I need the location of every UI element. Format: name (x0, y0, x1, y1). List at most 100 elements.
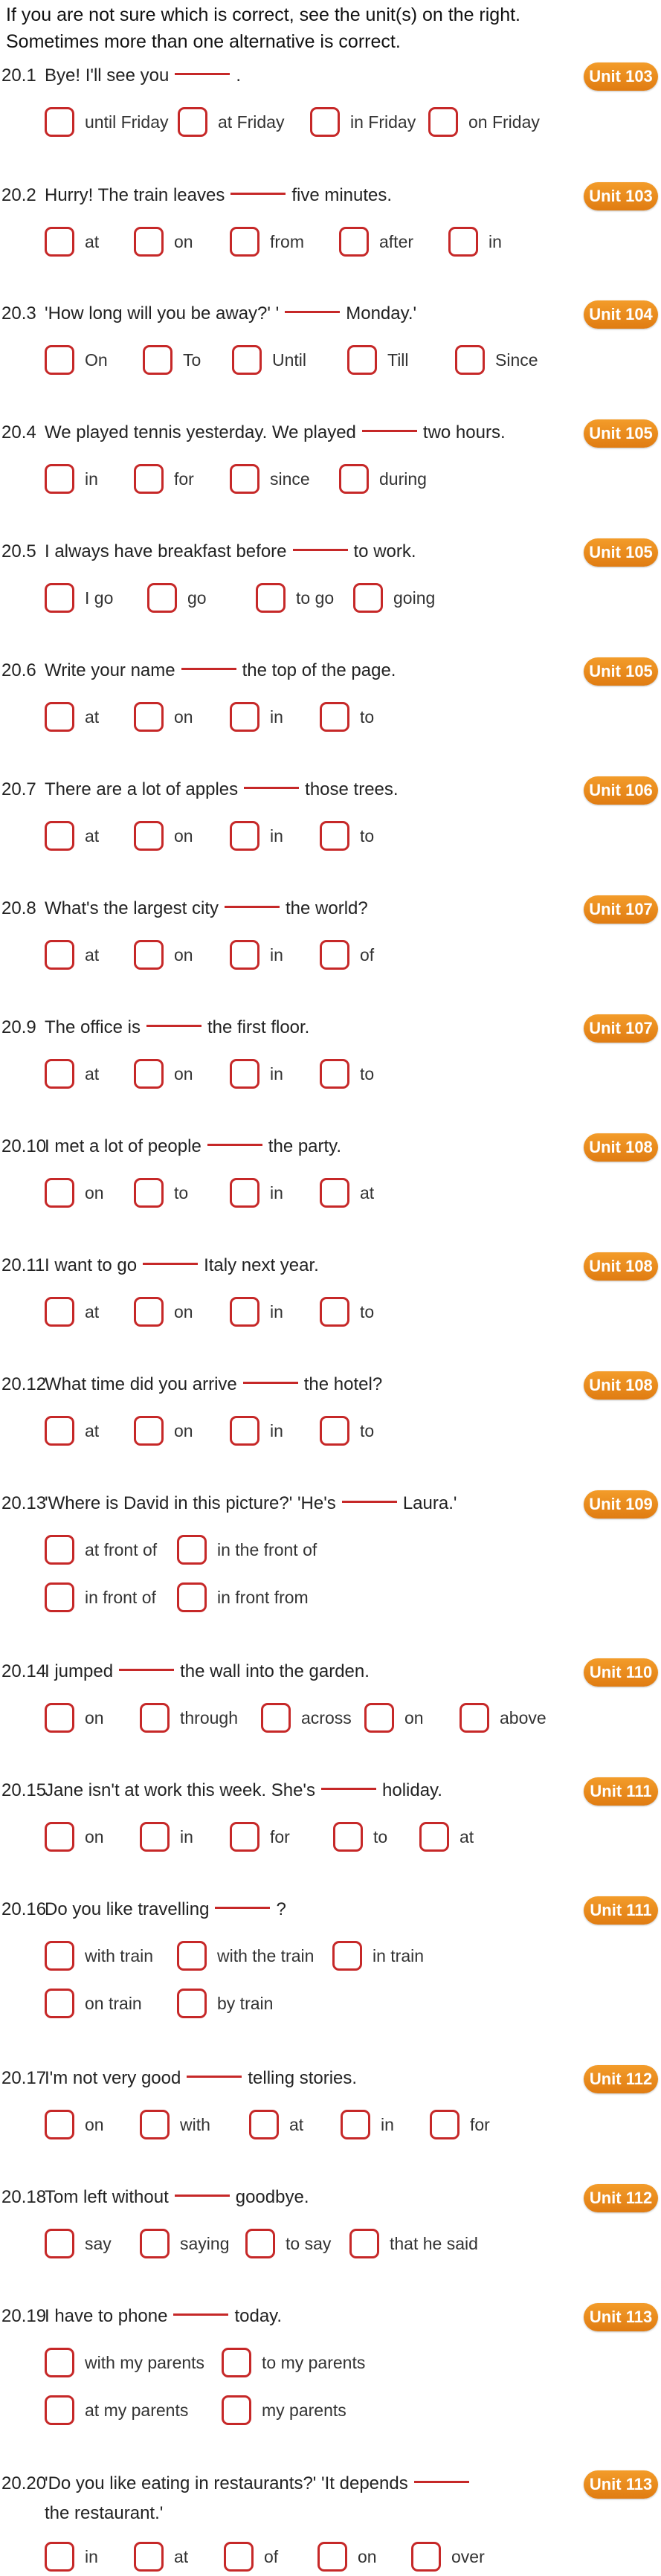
answer-checkbox[interactable] (140, 1822, 170, 1852)
answer-option[interactable]: at (45, 224, 99, 260)
unit-reference-badge[interactable]: Unit 108 (584, 1371, 658, 1400)
answer-option[interactable]: to (333, 1819, 387, 1855)
answer-checkbox[interactable] (230, 464, 259, 494)
answer-option[interactable]: of (320, 937, 374, 973)
answer-checkbox[interactable] (341, 2110, 370, 2139)
unit-reference-badge[interactable]: Unit 112 (584, 2065, 658, 2093)
answer-option[interactable]: Since (455, 342, 538, 378)
answer-checkbox[interactable] (177, 1535, 207, 1565)
answer-checkbox[interactable] (140, 1703, 170, 1733)
answer-checkbox[interactable] (230, 227, 259, 257)
unit-reference-badge[interactable]: Unit 107 (584, 895, 658, 924)
answer-checkbox[interactable] (320, 1416, 349, 1446)
answer-option[interactable]: to (320, 1056, 374, 1092)
answer-checkbox[interactable] (147, 583, 177, 613)
answer-option[interactable]: across (261, 1700, 352, 1736)
answer-checkbox[interactable] (134, 1416, 164, 1446)
answer-checkbox[interactable] (45, 2348, 74, 2377)
answer-option[interactable]: on (45, 2107, 104, 2142)
answer-checkbox[interactable] (430, 2110, 460, 2139)
unit-reference-badge[interactable]: Unit 108 (584, 1133, 658, 1162)
unit-reference-badge[interactable]: Unit 104 (584, 300, 658, 329)
answer-option[interactable]: in (448, 224, 502, 260)
answer-checkbox[interactable] (143, 345, 172, 375)
answer-checkbox[interactable] (320, 1178, 349, 1208)
answer-option[interactable]: Till (347, 342, 409, 378)
answer-option[interactable]: in (45, 2539, 98, 2575)
answer-checkbox[interactable] (320, 1059, 349, 1089)
answer-checkbox[interactable] (230, 1297, 259, 1327)
answer-option[interactable]: above (460, 1700, 546, 1736)
answer-option[interactable]: in (230, 1175, 283, 1211)
answer-checkbox[interactable] (45, 2395, 74, 2425)
answer-checkbox[interactable] (134, 940, 164, 970)
answer-option[interactable]: Until (232, 342, 306, 378)
answer-checkbox[interactable] (230, 821, 259, 851)
answer-option[interactable]: in (230, 937, 283, 973)
answer-option[interactable]: on (45, 1175, 104, 1211)
answer-checkbox[interactable] (134, 1178, 164, 1208)
answer-option[interactable]: until Friday (45, 104, 168, 140)
answer-checkbox[interactable] (45, 1416, 74, 1446)
answer-option[interactable]: in (341, 2107, 394, 2142)
answer-checkbox[interactable] (230, 1822, 259, 1852)
answer-checkbox[interactable] (134, 702, 164, 732)
answer-option[interactable]: on (134, 1413, 193, 1449)
answer-checkbox[interactable] (177, 1582, 207, 1612)
answer-checkbox[interactable] (45, 1703, 74, 1733)
answer-option[interactable]: to go (256, 580, 334, 616)
answer-option[interactable]: I go (45, 580, 113, 616)
unit-reference-badge[interactable]: Unit 107 (584, 1014, 658, 1043)
answer-checkbox[interactable] (140, 2229, 170, 2258)
answer-checkbox[interactable] (134, 821, 164, 851)
answer-checkbox[interactable] (45, 1822, 74, 1852)
answer-option[interactable]: to (134, 1175, 188, 1211)
answer-option[interactable]: over (411, 2539, 485, 2575)
answer-option[interactable]: in the front of (177, 1532, 317, 1568)
answer-checkbox[interactable] (45, 227, 74, 257)
answer-checkbox[interactable] (222, 2348, 251, 2377)
answer-option[interactable]: at (45, 818, 99, 854)
answer-option[interactable]: for (134, 461, 194, 497)
answer-option[interactable]: on (134, 937, 193, 973)
answer-checkbox[interactable] (178, 107, 207, 137)
answer-checkbox[interactable] (45, 1535, 74, 1565)
answer-option[interactable]: on train (45, 1986, 142, 2021)
answer-checkbox[interactable] (45, 2229, 74, 2258)
answer-checkbox[interactable] (353, 583, 383, 613)
answer-option[interactable]: On (45, 342, 108, 378)
answer-checkbox[interactable] (339, 227, 369, 257)
answer-checkbox[interactable] (45, 702, 74, 732)
answer-option[interactable]: to my parents (222, 2345, 365, 2380)
answer-option[interactable]: to (320, 699, 374, 735)
answer-checkbox[interactable] (333, 1822, 363, 1852)
unit-reference-badge[interactable]: Unit 111 (584, 1777, 658, 1806)
answer-option[interactable]: to say (245, 2226, 331, 2261)
answer-checkbox[interactable] (45, 464, 74, 494)
answer-checkbox[interactable] (45, 1582, 74, 1612)
answer-checkbox[interactable] (134, 2542, 164, 2572)
answer-checkbox[interactable] (45, 2542, 74, 2572)
answer-option[interactable]: in front from (177, 1580, 309, 1615)
answer-checkbox[interactable] (320, 702, 349, 732)
answer-checkbox[interactable] (347, 345, 377, 375)
answer-option[interactable]: at (419, 1819, 474, 1855)
answer-option[interactable]: go (147, 580, 207, 616)
answer-option[interactable]: with the train (177, 1938, 314, 1974)
unit-reference-badge[interactable]: Unit 108 (584, 1252, 658, 1281)
answer-checkbox[interactable] (134, 464, 164, 494)
answer-option[interactable]: at (45, 1056, 99, 1092)
unit-reference-badge[interactable]: Unit 112 (584, 2184, 658, 2212)
answer-checkbox[interactable] (230, 940, 259, 970)
answer-checkbox[interactable] (224, 2542, 254, 2572)
answer-option[interactable]: after (339, 224, 413, 260)
answer-option[interactable]: for (230, 1819, 290, 1855)
answer-option[interactable]: through (140, 1700, 238, 1736)
answer-option[interactable]: of (224, 2539, 278, 2575)
answer-checkbox[interactable] (230, 1059, 259, 1089)
answer-option[interactable]: in (230, 1056, 283, 1092)
answer-checkbox[interactable] (222, 2395, 251, 2425)
answer-checkbox[interactable] (320, 1297, 349, 1327)
answer-option[interactable]: on (317, 2539, 377, 2575)
answer-checkbox[interactable] (45, 1297, 74, 1327)
